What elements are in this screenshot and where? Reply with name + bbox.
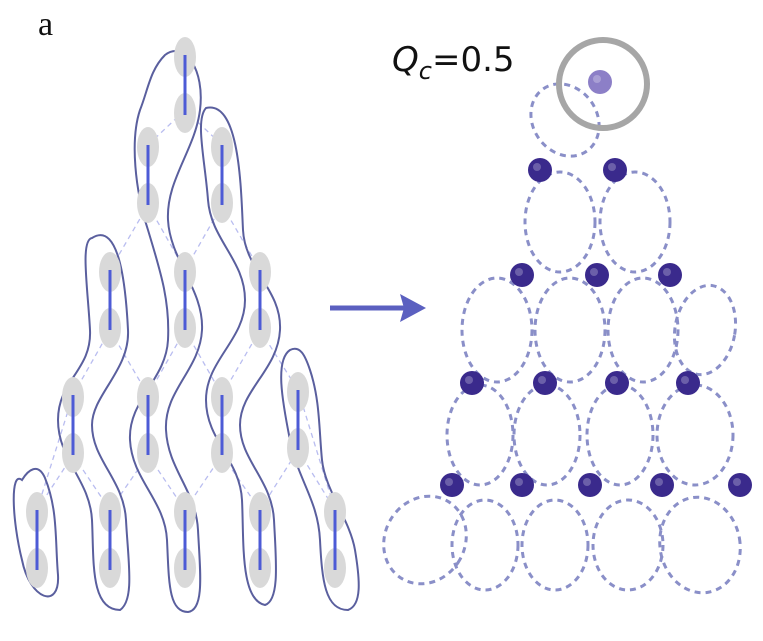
right-arrow-icon [330, 294, 426, 322]
dimer [211, 127, 233, 223]
dashed-loop [672, 283, 738, 377]
dashed-loop [529, 82, 601, 158]
panel-label: a [38, 6, 54, 43]
dimer [137, 377, 159, 473]
dimer [174, 492, 196, 588]
dashed-loop [520, 498, 590, 592]
node-highlight [445, 478, 453, 486]
node-highlight [515, 268, 523, 276]
chain-outline [200, 106, 282, 607]
dimer [249, 492, 271, 588]
node-highlight [465, 376, 473, 384]
chain-outline [128, 50, 204, 614]
node-highlight [590, 268, 598, 276]
dimer [249, 252, 271, 348]
dashed-loop [606, 276, 680, 384]
dashed-loop [585, 383, 655, 487]
dimer [99, 492, 121, 588]
lattice-node [578, 473, 602, 497]
node-highlight [610, 376, 618, 384]
dashed-loop [591, 498, 665, 592]
qc-label: Qc=0.5 [392, 40, 515, 85]
dimer [62, 377, 84, 473]
dashed-loop [512, 383, 582, 487]
node-highlight [681, 376, 689, 384]
node-highlight [663, 268, 671, 276]
faded-node [588, 70, 612, 94]
dashed-loop [533, 276, 607, 384]
dimer [174, 252, 196, 348]
lattice-link [297, 389, 336, 511]
lattice-node [585, 263, 609, 287]
arrow-head [400, 294, 426, 322]
qc-subscript: c [418, 57, 432, 85]
dashed-loop [658, 495, 742, 595]
node-highlight [583, 478, 591, 486]
node-highlight [515, 478, 523, 486]
dashed-loop [460, 276, 534, 384]
node-highlight [655, 478, 663, 486]
lattice-node [440, 473, 464, 497]
dimer [26, 492, 48, 588]
dimer [211, 377, 233, 473]
node-highlight [593, 75, 601, 83]
node-highlight [533, 163, 541, 171]
lattice-node [533, 371, 557, 395]
lattice-node [510, 473, 534, 497]
dimer [99, 252, 121, 348]
left-dimer-lattice [12, 37, 360, 614]
dashed-loop [445, 383, 515, 487]
right-dashed-lattice [382, 37, 752, 595]
lattice-node [603, 158, 627, 182]
lattice-node [728, 473, 752, 497]
lattice-node [510, 263, 534, 287]
lattice-link [36, 394, 74, 511]
dimer [174, 37, 196, 133]
qc-relation: =0.5 [431, 40, 515, 80]
lattice-node [528, 158, 552, 182]
dashed-loop [450, 498, 520, 592]
dimer [324, 492, 346, 588]
dashed-loop [655, 383, 735, 487]
lattice-node [460, 371, 484, 395]
qc-symbol: Q [392, 40, 419, 80]
chain-outline [12, 467, 60, 598]
node-highlight [538, 376, 546, 384]
chain-outline [56, 234, 131, 612]
dashed-loop [523, 170, 597, 274]
dimer [287, 372, 309, 468]
node-highlight [733, 478, 741, 486]
dashed-loop [382, 494, 468, 586]
lattice-node [658, 263, 682, 287]
lattice-node [605, 371, 629, 395]
lattice-node [650, 473, 674, 497]
circle-highlight-icon [556, 37, 650, 131]
node-highlight [608, 163, 616, 171]
dimer [137, 127, 159, 223]
dashed-loop [598, 170, 672, 274]
lattice-node [676, 371, 700, 395]
